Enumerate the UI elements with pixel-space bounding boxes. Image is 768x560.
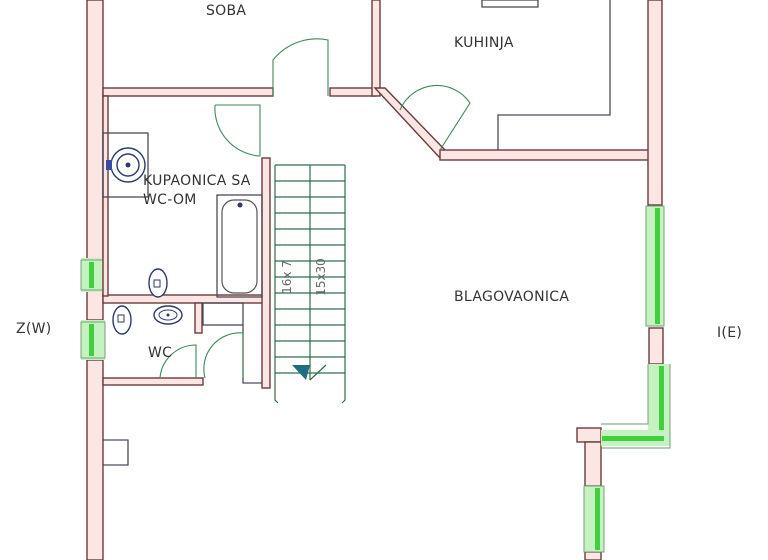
wc-bottom-wall	[102, 377, 204, 386]
kitchen-counter	[497, 0, 611, 150]
east-wall-bottom	[584, 551, 602, 560]
east-window-2-return	[602, 436, 664, 441]
room-label-wc: WC	[148, 345, 173, 361]
soba-door	[272, 38, 329, 96]
east-window-2	[659, 366, 664, 438]
bathroom-door	[214, 104, 261, 157]
wc-shaft-side	[242, 325, 262, 384]
wc-partition	[194, 302, 203, 334]
soba-bottom-wall-left	[102, 87, 274, 97]
east-window-3	[595, 488, 600, 550]
room-label-soba: SOBA	[206, 3, 247, 19]
kitchen-diagonal-wall	[373, 87, 446, 160]
wc-door	[159, 344, 197, 379]
room-label-blagovaonica: BLAGOVAONICA	[454, 289, 570, 305]
bathroom-stair-wall	[261, 157, 271, 389]
west-window-2	[89, 324, 94, 356]
stair-steps-label: 16x 7	[279, 260, 294, 294]
east-wall-lower-pier	[584, 441, 602, 487]
soba-kuhinja-wall	[371, 0, 381, 97]
wc-sink-icon	[153, 305, 183, 325]
kitchen-bottom-wall	[439, 149, 651, 161]
west-wall-upper	[86, 0, 104, 261]
west-wall-notch	[103, 439, 129, 466]
east-wall-pier	[648, 327, 664, 365]
east-window-1	[655, 208, 660, 324]
room-label-kupaonica-line1: KUPAONICA SA	[143, 173, 251, 189]
stair-direction-arrow-icon	[292, 365, 310, 380]
west-wall-lower	[86, 359, 104, 560]
east-wall-corner	[576, 427, 602, 443]
wc-shaft	[202, 302, 244, 326]
kitchen-door	[399, 84, 471, 151]
wc-toilet-icon	[112, 305, 132, 335]
stair-tread-label: 15x30	[313, 258, 328, 296]
west-window-1	[89, 262, 94, 288]
bathroom-wc-wall	[102, 294, 269, 304]
bathtub-icon	[216, 194, 263, 298]
staircase	[274, 164, 346, 404]
bathroom-inner-west	[102, 95, 109, 297]
room-label-kuhinja: KUHINJA	[454, 35, 514, 51]
orientation-east-label: I(E)	[717, 325, 743, 341]
wc-shaft-door	[203, 332, 244, 379]
orientation-west-label: Z(W)	[16, 321, 52, 337]
sink-icon	[102, 132, 149, 198]
soba-bottom-wall-right	[329, 87, 376, 97]
room-label-kupaonica-line2: WC-OM	[143, 192, 197, 208]
bathroom-toilet-icon	[148, 268, 168, 298]
kitchen-top-fixture	[481, 0, 539, 8]
west-wall-pier	[86, 289, 104, 321]
east-wall-upper	[647, 0, 663, 206]
